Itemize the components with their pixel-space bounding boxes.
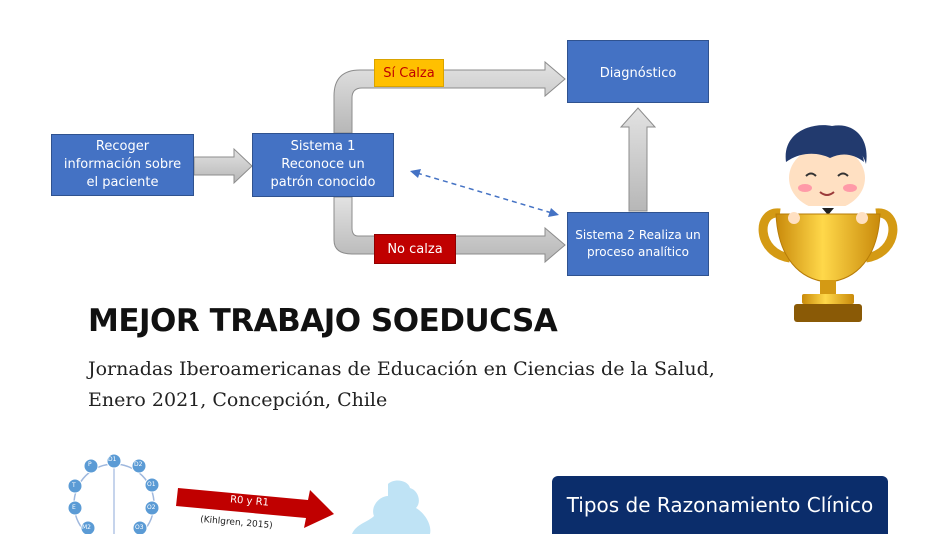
award-title: MEJOR TRABAJO SOEDUCSA [88,303,558,339]
node-label: T [72,482,76,489]
thumbnail-red-arrow [176,488,334,528]
dashed-feedback-arrow [416,172,553,214]
node-label: E [72,504,76,511]
arrow-system2-to-diagnosis [619,107,657,212]
node-label: P [88,461,92,468]
arrow-collect-to-system1 [193,147,253,185]
node-label: O3 [135,524,144,531]
topic-button[interactable]: Tipos de Razonamiento Clínico [552,476,888,534]
node-label: D2 [134,461,143,468]
node-label: O2 [147,504,156,511]
no-fit-label: No calza [374,234,456,264]
arrow-system1-to-diagnosis [333,60,566,134]
thumbnail-blue-shape [352,480,431,534]
diagnosis-box: Diagnóstico [567,40,709,103]
node-label: D1 [108,456,117,463]
system1-box: Sistema 1 Reconoce un patrón conocido [252,133,394,197]
fits-label: Sí Calza [374,59,444,87]
collect-info-box: Recoger información sobre el paciente [51,134,194,196]
award-description: Jornadas Iberoamericanas de Educación en… [88,358,715,411]
trophy-child-illustration [758,125,898,322]
node-label: M2 [82,524,91,531]
system2-box: Sistema 2 Realiza un proceso analítico [567,212,709,276]
thumbnail-cycle-diagram [67,453,160,534]
node-label: O1 [147,481,156,488]
